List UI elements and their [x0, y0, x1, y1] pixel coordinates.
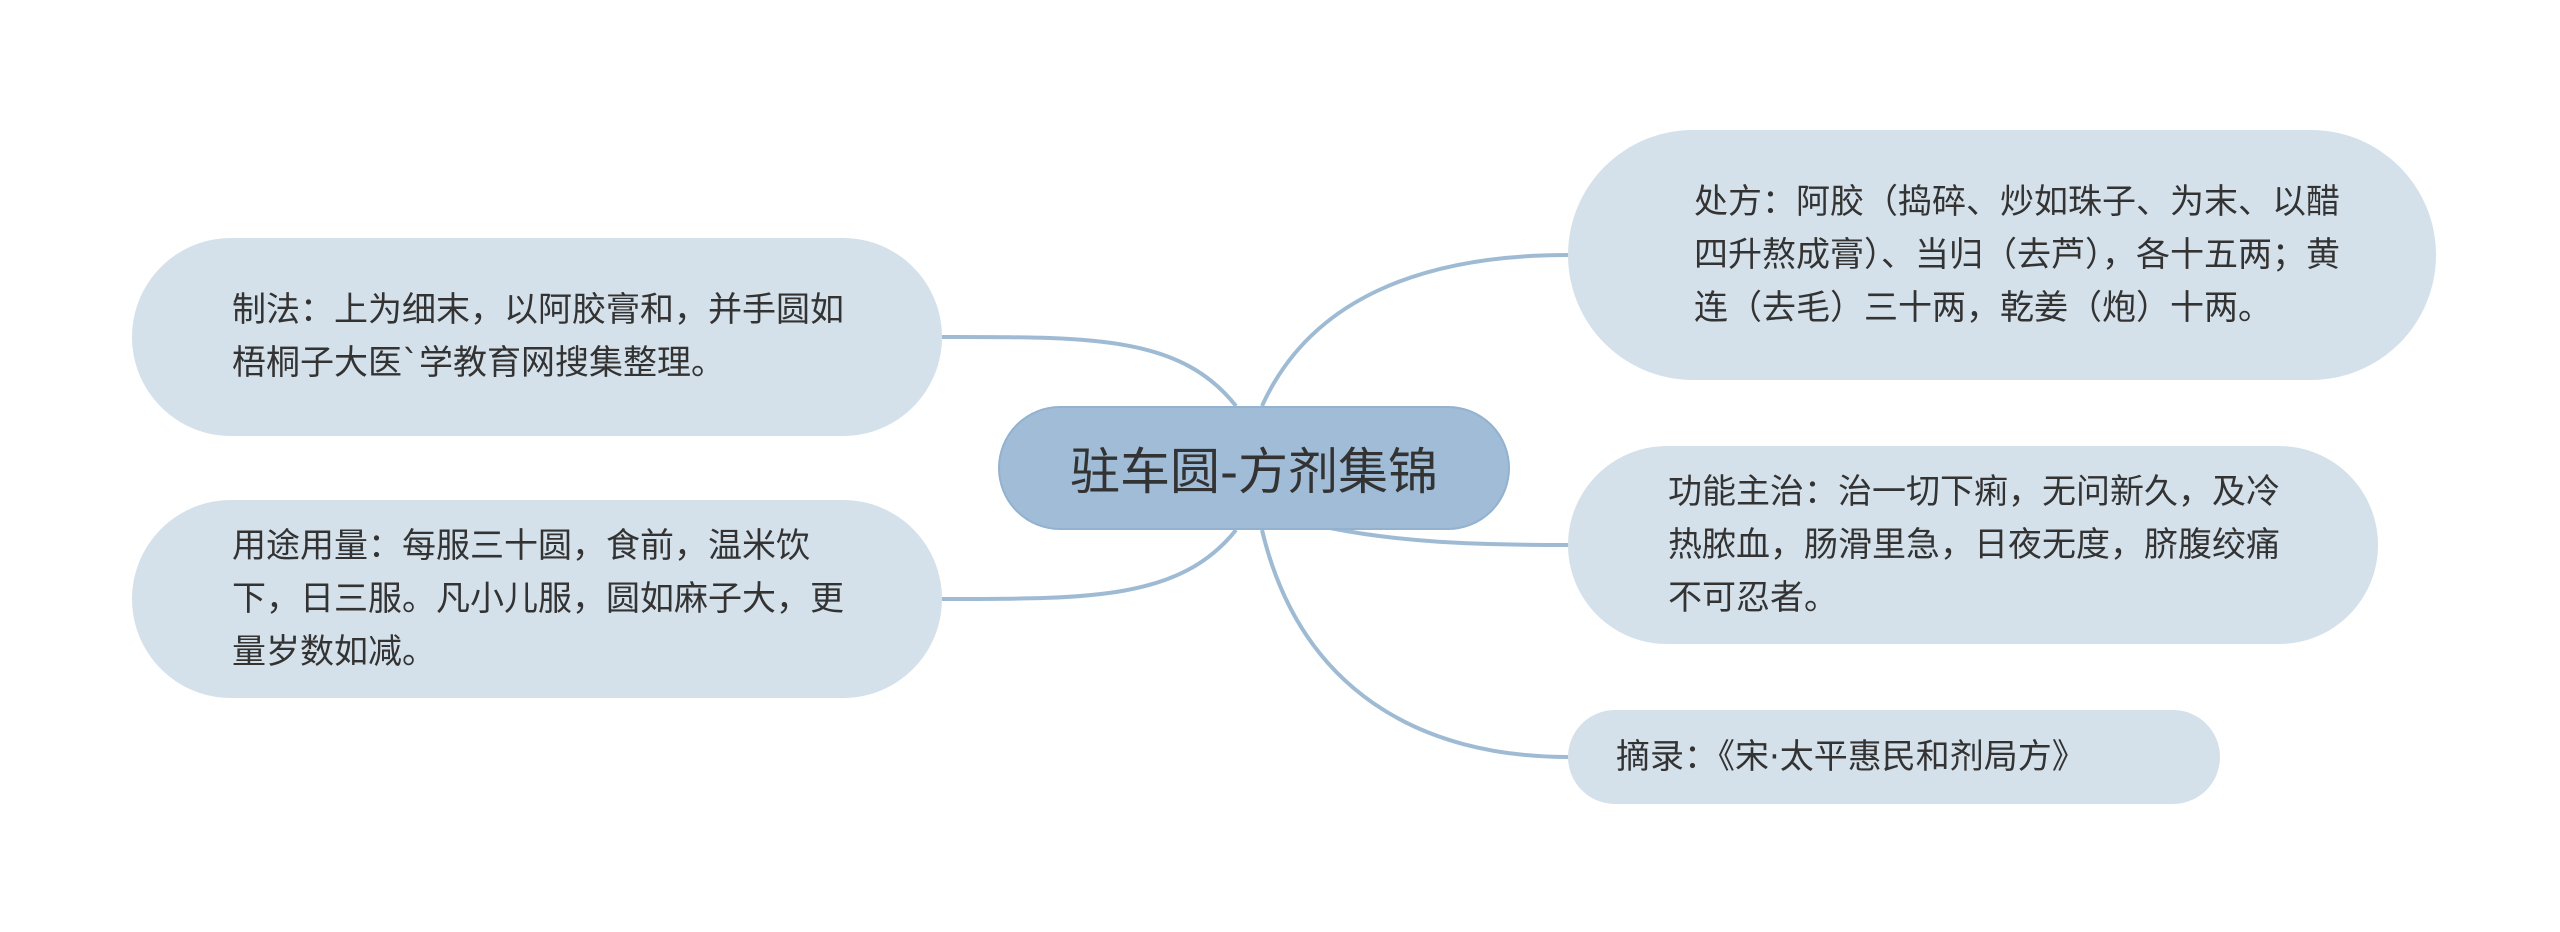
center-topic[interactable]: 驻车圆-方剂集锦	[998, 406, 1510, 530]
link-to-zhifa	[941, 334, 1238, 408]
link-to-gongneng	[1329, 526, 1569, 547]
center-topic-label: 驻车圆-方剂集锦	[1069, 443, 1439, 501]
topic-gongneng-text: 功能主治：治一切下痢，无问新久，及冷热脓血，肠滑里急，日夜无度，脐腹绞痛不可忍者…	[1668, 471, 2280, 618]
topic-gongneng[interactable]: 功能主治：治一切下痢，无问新久，及冷热脓血，肠滑里急，日夜无度，脐腹绞痛不可忍者…	[1568, 446, 2378, 644]
topic-zhifa[interactable]: 制法：上为细末，以阿胶膏和，并手圆如梧桐子大医`学教育网搜集整理。	[132, 238, 942, 436]
link-to-chufang	[1260, 253, 1569, 407]
topic-yongtu[interactable]: 用途用量：每服三十圆，食前，温米饮下，日三服。凡小儿服，圆如麻子大，更量岁数如减…	[132, 500, 942, 698]
topic-chufang-text: 处方：阿胶（捣碎、炒如珠子、为末、以醋四升熬成膏）、当归（去芦），各十五两；黄连…	[1694, 181, 2340, 328]
topic-zhailu[interactable]: 摘录：《宋·太平惠民和剂局方》	[1568, 710, 2220, 804]
link-to-zhailu	[1260, 529, 1569, 759]
link-to-yongtu	[941, 528, 1238, 602]
topic-yongtu-text: 用途用量：每服三十圆，食前，温米饮下，日三服。凡小儿服，圆如麻子大，更量岁数如减…	[232, 525, 844, 672]
topic-zhailu-text: 摘录：《宋·太平惠民和剂局方》	[1616, 736, 2086, 777]
topic-chufang[interactable]: 处方：阿胶（捣碎、炒如珠子、为末、以醋四升熬成膏）、当归（去芦），各十五两；黄连…	[1568, 130, 2436, 380]
topic-zhifa-text: 制法：上为细末，以阿胶膏和，并手圆如梧桐子大医`学教育网搜集整理。	[232, 290, 844, 383]
